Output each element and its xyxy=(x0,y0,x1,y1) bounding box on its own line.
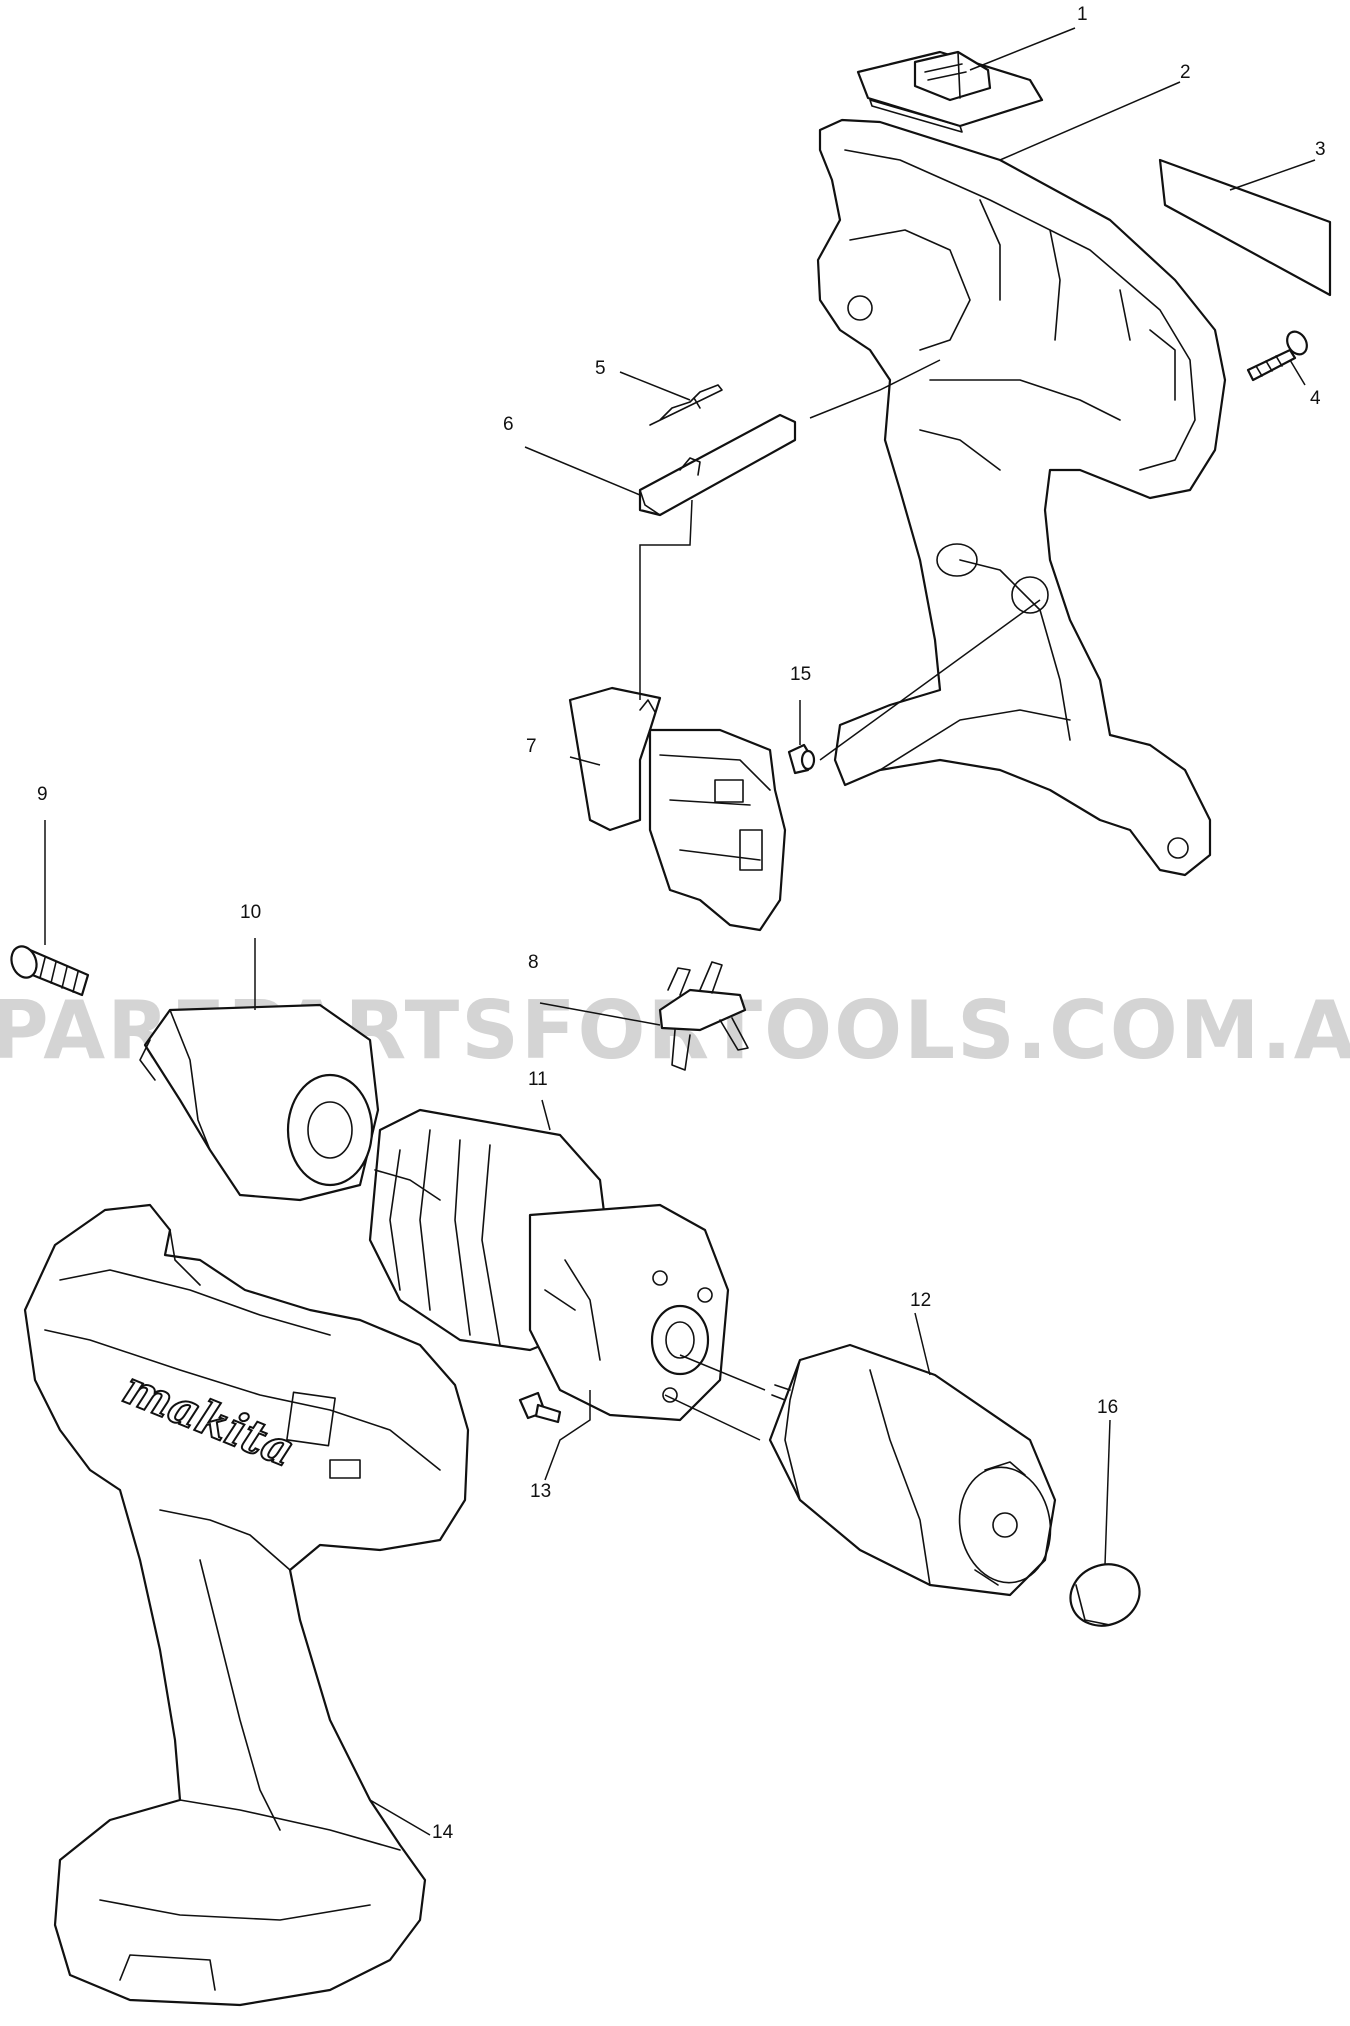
part-11-gear-assembly xyxy=(368,1108,730,1422)
callout-15: 15 xyxy=(790,664,811,685)
callout-5: 5 xyxy=(595,358,606,379)
part-5-spring xyxy=(649,384,723,426)
callout-3: 3 xyxy=(1315,139,1326,160)
callout-4: 4 xyxy=(1310,388,1321,409)
part-4-screw xyxy=(1246,330,1308,382)
callout-12: 12 xyxy=(910,1290,931,1311)
callout-6: 6 xyxy=(503,414,514,435)
callout-7: 7 xyxy=(526,736,537,757)
part-8-terminal xyxy=(658,961,749,1071)
callout-14: 14 xyxy=(432,1822,454,1843)
part-10-chuck xyxy=(139,1003,380,1202)
callout-11: 11 xyxy=(528,1069,548,1090)
part-14-drill-housing: makita xyxy=(23,1203,470,2007)
part-16-cap xyxy=(1069,1563,1141,1627)
callout-8: 8 xyxy=(528,952,539,973)
callout-16: 16 xyxy=(1097,1397,1118,1418)
part-9-screw xyxy=(10,945,90,997)
callout-10: 10 xyxy=(240,902,261,923)
callout-1: 1 xyxy=(1077,4,1088,25)
part-6-reversing-lever xyxy=(638,413,797,517)
callout-9: 9 xyxy=(37,784,48,805)
part-15-cap xyxy=(787,743,816,775)
callout-labels: 1 2 3 4 5 6 7 8 9 10 11 12 13 14 15 16 xyxy=(37,4,1326,1843)
part-3-label xyxy=(1158,158,1332,297)
part-12-motor xyxy=(768,1343,1057,1597)
part-1-switch-cover xyxy=(856,50,1044,133)
callout-2: 2 xyxy=(1180,62,1191,83)
callout-13: 13 xyxy=(530,1481,551,1502)
leader-lines xyxy=(44,27,1316,1836)
part-13-screw xyxy=(518,1391,562,1424)
part-2-housing-half xyxy=(816,118,1227,877)
part-7-switch xyxy=(568,686,787,932)
